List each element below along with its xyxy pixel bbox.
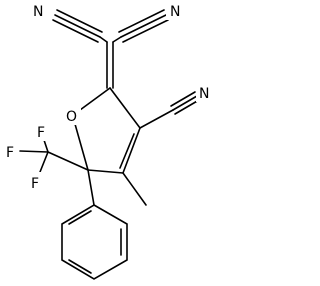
bond-c-f-bottom	[39, 151, 49, 173]
atom-label-nitrile-n-ring: N	[199, 86, 209, 102]
bond-c5-phenyl	[87, 169, 95, 206]
bond-c-f-left	[19, 150, 49, 153]
atom-label-fluorine-left: F	[6, 145, 14, 161]
bond-c3-cn	[139, 109, 174, 129]
bond-c-n-right-3	[118, 9, 165, 33]
atom-label-oxygen: O	[66, 109, 77, 125]
phenyl-ring	[61, 204, 128, 280]
atom-label-nitrile-n-left: N	[33, 4, 43, 20]
bond-o-c5	[74, 123, 89, 171]
bond-c-c-junction-left	[99, 36, 108, 43]
bond-c2-c3	[109, 87, 141, 129]
bond-c3-c4-1	[122, 127, 141, 174]
phenyl-inner-2	[68, 259, 92, 274]
bond-c-f-top	[43, 139, 49, 153]
bond-cn-triple-2	[170, 91, 196, 107]
bond-c-n-left-2	[52, 19, 99, 43]
bond-c-n-left-3	[56, 9, 103, 33]
bond-cn-triple-3	[174, 99, 200, 115]
bond-c-n-right-1	[120, 14, 167, 38]
atom-label-nitrile-n-right: N	[170, 4, 180, 20]
bond-c-n-left-1	[54, 14, 101, 38]
bond-c4-methyl	[122, 172, 147, 206]
bond-c-n-right-2	[122, 19, 169, 43]
phenyl-inner-3	[68, 210, 92, 225]
bond-c-c-junction-right	[112, 36, 122, 43]
bond-c2-o	[79, 87, 111, 111]
bond-c5-cf3	[47, 151, 89, 171]
structure-diagram: O N N N F F F	[6, 4, 210, 280]
atom-label-fluorine-top: F	[37, 125, 45, 141]
bond-cn-triple-1	[172, 95, 198, 111]
bond-c3-c4-2	[119, 133, 135, 169]
atom-label-fluorine-bottom: F	[31, 176, 39, 192]
bond-c4-c5	[87, 169, 124, 174]
